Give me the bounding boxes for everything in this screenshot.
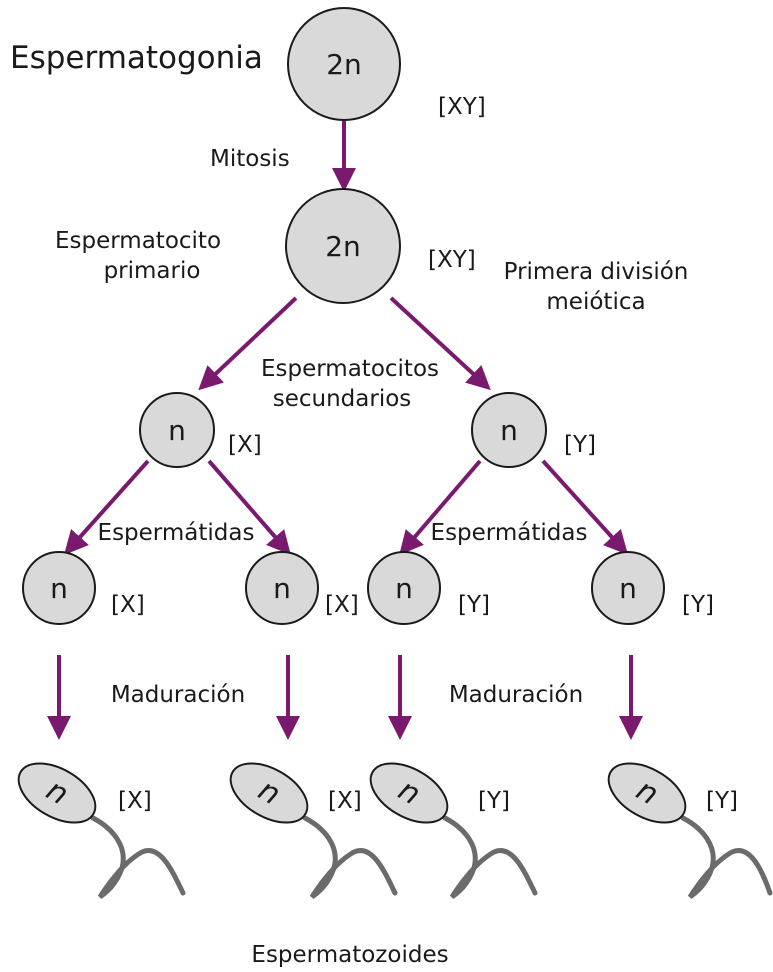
spermatozoon-genotype: [X] <box>118 788 152 814</box>
secondary-spermatocyte-y-ploidy: n <box>500 414 518 447</box>
spermatozoon-tail <box>302 815 398 900</box>
spermatozoon-tail <box>680 815 773 900</box>
spermatozoon-genotype: [Y] <box>706 788 738 814</box>
spermatid-ploidy: n <box>50 572 68 605</box>
spermatid-ploidy: n <box>619 572 637 605</box>
secondary-spermatocyte-y-cell: n <box>471 392 547 468</box>
label-spermatids-right: Espermátidas <box>431 520 588 546</box>
label-first-meiotic-division-line2: meiótica <box>546 289 645 315</box>
label-mitosis: Mitosis <box>210 146 290 172</box>
label-spermatozoa: Espermatozoides <box>251 942 448 968</box>
spermatozoon-tail <box>442 815 538 900</box>
label-secondary-spermatocytes-line1: Espermatocitos <box>261 356 439 382</box>
arrow-spermatid-4 <box>541 459 629 555</box>
spermatogonia-ploidy: 2n <box>326 48 362 81</box>
label-spermatids-left: Espermátidas <box>98 520 255 546</box>
label-primary-spermatocyte-line1: Espermatocito <box>55 228 221 254</box>
spermatozoon: n <box>229 762 398 900</box>
spermatozoon-tail <box>90 815 186 900</box>
spermatid-cell: n <box>367 551 441 625</box>
spermatozoon: n <box>369 762 538 900</box>
label-maturation-left: Maduración <box>111 682 245 708</box>
spermatozoon-head <box>607 762 687 824</box>
spermatozoon-head <box>17 762 97 824</box>
arrow-spermatid-1 <box>64 459 150 555</box>
spermatogonia-genotype: [XY] <box>438 94 486 120</box>
spermatozoon-genotype: [Y] <box>478 788 510 814</box>
arrow-spermatid-2 <box>207 459 291 556</box>
label-secondary-spermatocytes-line2: secundarios <box>273 386 412 412</box>
spermatid-cell: n <box>22 551 96 625</box>
spermatid-cell: n <box>245 551 319 625</box>
arrow-spermatid-3 <box>399 459 482 556</box>
label-spermatogonia: Espermatogonia <box>10 40 263 76</box>
secondary-spermatocyte-x-cell: n <box>139 392 215 468</box>
spermatozoon: n <box>607 762 773 900</box>
spermatozoon-head <box>229 762 309 824</box>
arrow-meiosis-right <box>389 296 491 391</box>
secondary-spermatocyte-y-genotype: [Y] <box>564 432 596 458</box>
label-first-meiotic-division-line1: Primera división <box>504 259 689 285</box>
arrow-meiosis-left <box>198 296 298 391</box>
primary-spermatocyte-cell: 2n <box>285 188 401 304</box>
spermatid-ploidy: n <box>395 572 413 605</box>
spermatid-genotype: [Y] <box>458 592 490 618</box>
primary-spermatocyte-ploidy: 2n <box>325 230 361 263</box>
label-maturation-right: Maduración <box>449 682 583 708</box>
secondary-spermatocyte-x-genotype: [X] <box>228 432 262 458</box>
label-primary-spermatocyte-line2: primario <box>104 258 201 284</box>
spermatid-ploidy: n <box>273 572 291 605</box>
spermatid-genotype: [Y] <box>682 592 714 618</box>
secondary-spermatocyte-x-ploidy: n <box>168 414 186 447</box>
spermatid-genotype: [X] <box>111 592 145 618</box>
spermatid-cell: n <box>591 551 665 625</box>
spermatogonia-cell: 2n <box>287 7 401 121</box>
spermatid-genotype: [X] <box>325 592 359 618</box>
spermatozoon-genotype: [X] <box>328 788 362 814</box>
primary-spermatocyte-genotype: [XY] <box>428 247 476 273</box>
spermatozoon-head <box>369 762 449 824</box>
spermatozoon: n <box>17 762 186 900</box>
